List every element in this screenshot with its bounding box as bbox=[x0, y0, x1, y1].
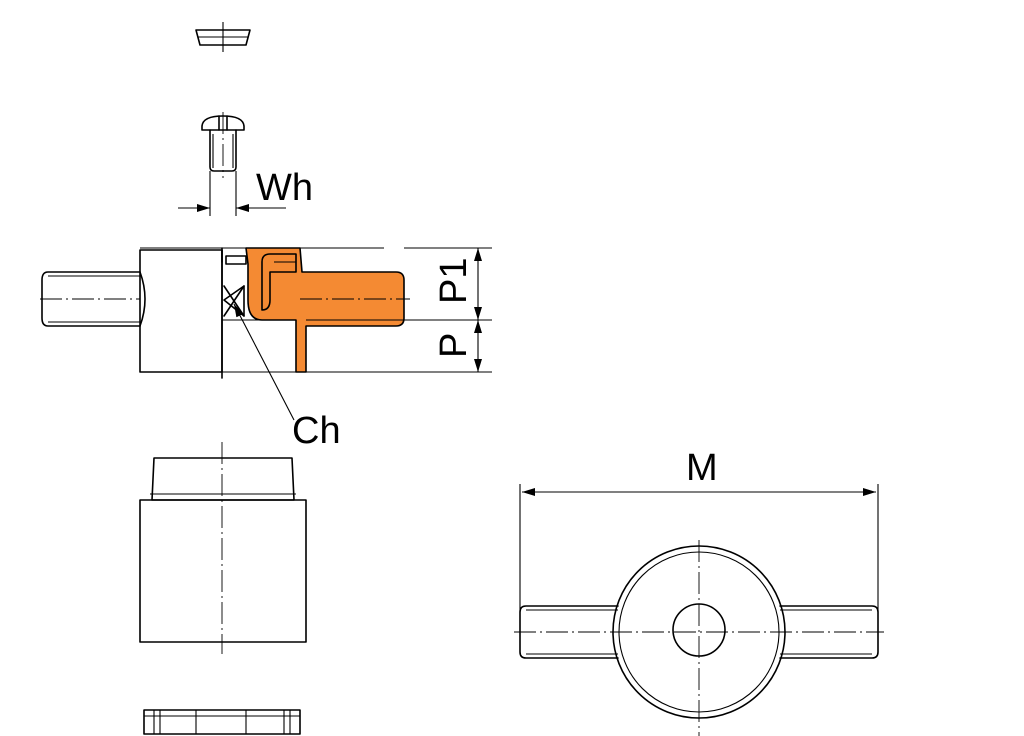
top-washer-view bbox=[195, 22, 251, 52]
ch-leader bbox=[233, 303, 295, 421]
p-dimensions bbox=[384, 247, 492, 373]
top-view-knob bbox=[514, 484, 884, 736]
screw-view bbox=[178, 112, 286, 216]
m-label: M bbox=[686, 447, 718, 489]
p-label: P bbox=[433, 333, 475, 358]
wh-label: Wh bbox=[256, 167, 313, 209]
ch-label: Ch bbox=[292, 410, 341, 452]
p1-label: P1 bbox=[433, 258, 475, 304]
nut-view bbox=[143, 709, 301, 735]
cylinder-view bbox=[139, 442, 307, 654]
section-view bbox=[40, 247, 440, 379]
